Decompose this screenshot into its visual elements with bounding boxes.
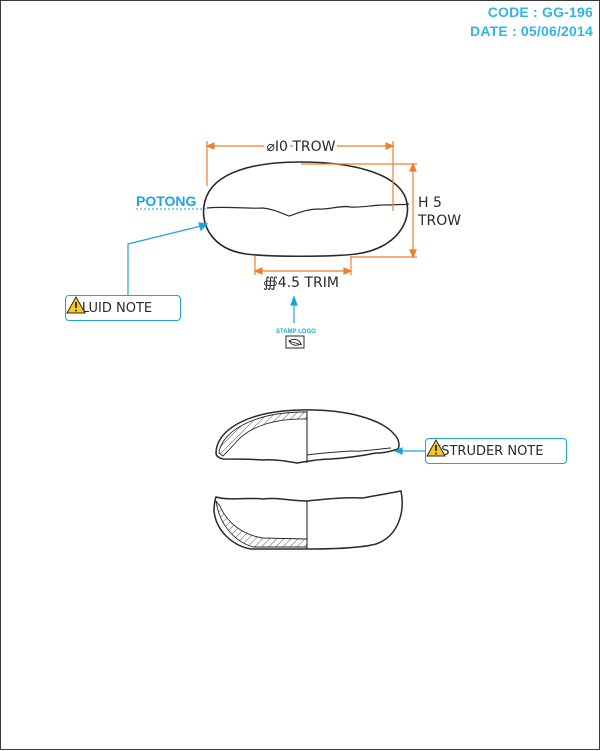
code-label: CODE : GG-196 [487,4,593,20]
cut-label: POTONG [136,193,197,209]
width-dimension [205,141,395,211]
bun-outline [202,161,409,258]
date-label: DATE : 05/06/2014 [470,23,593,39]
leaf-stamp-icon [285,335,305,349]
bottom-diameter-dimension [253,256,353,275]
cut-line [206,203,410,217]
bluid-note-label: BLUID NOTE [73,300,153,316]
bun-top-view [202,161,410,258]
estruder-note-box[interactable]: ESTRUDER NOTE [425,438,567,464]
bluid-note-box[interactable]: BLUID NOTE [65,295,181,321]
estruder-note-leader [393,447,429,455]
section-top-half [215,409,400,464]
top-half-outline [215,409,400,464]
stamp-arrow [290,295,298,323]
height-label-line1: H 5 [418,195,442,211]
height-dimension [301,162,417,259]
bottom-diameter-label: ∰4.5 TRIM [263,275,339,291]
bluid-note-leader [127,222,209,296]
warning-triangle-icon [66,296,86,314]
bottom-half-outline [213,490,403,550]
height-label-line2: TROW [417,213,461,229]
warning-triangle-icon [426,439,446,457]
estruder-note-label: ESTRUDER NOTE [433,443,544,459]
stamp-label: STAMP LOGO [276,329,316,335]
width-dimension-label: ⌀I0 TROW [266,139,335,155]
section-bottom-half [213,490,403,550]
top-half-hatch [218,411,308,457]
top-half-crumb-line [306,447,392,456]
